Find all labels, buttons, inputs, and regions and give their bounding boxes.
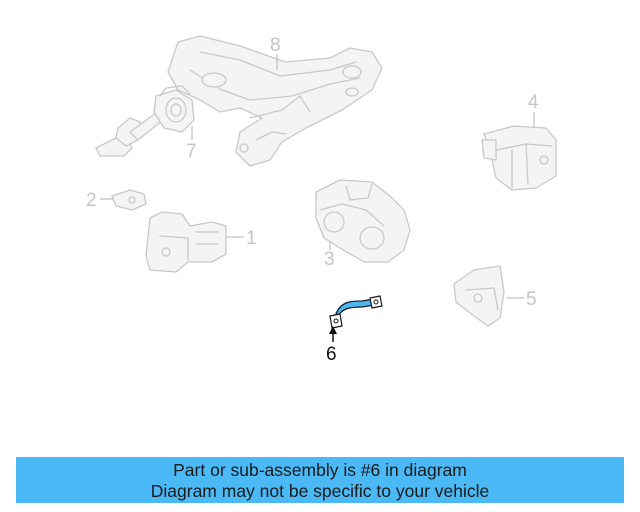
callout-6: 6 <box>326 344 337 365</box>
part-6-strap-highlighted <box>329 295 383 329</box>
leader-6-arrowhead <box>329 326 337 334</box>
callout-4: 4 <box>528 92 539 113</box>
banner-line-1: Part or sub-assembly is #6 in diagram <box>173 460 467 480</box>
callout-2: 2 <box>86 190 97 211</box>
banner-line-2: Diagram may not be specific to your vehi… <box>150 481 490 501</box>
callout-3: 3 <box>324 249 335 270</box>
callout-7: 7 <box>186 141 197 162</box>
part-3-mount <box>315 179 411 263</box>
callout-5: 5 <box>526 289 537 310</box>
part-1-mount <box>145 211 227 273</box>
info-banner: Part or sub-assembly is #6 in diagram Di… <box>16 457 624 503</box>
callout-1: 1 <box>246 228 257 249</box>
callout-8: 8 <box>270 35 281 56</box>
part-5-bracket <box>453 265 505 327</box>
parts-diagram: 8 7 4 2 1 <box>86 35 557 365</box>
part-7-torque-rod <box>95 85 195 157</box>
part-2-bracket <box>111 189 147 211</box>
part-4-mount <box>481 125 557 191</box>
part-8-subframe <box>167 35 383 167</box>
